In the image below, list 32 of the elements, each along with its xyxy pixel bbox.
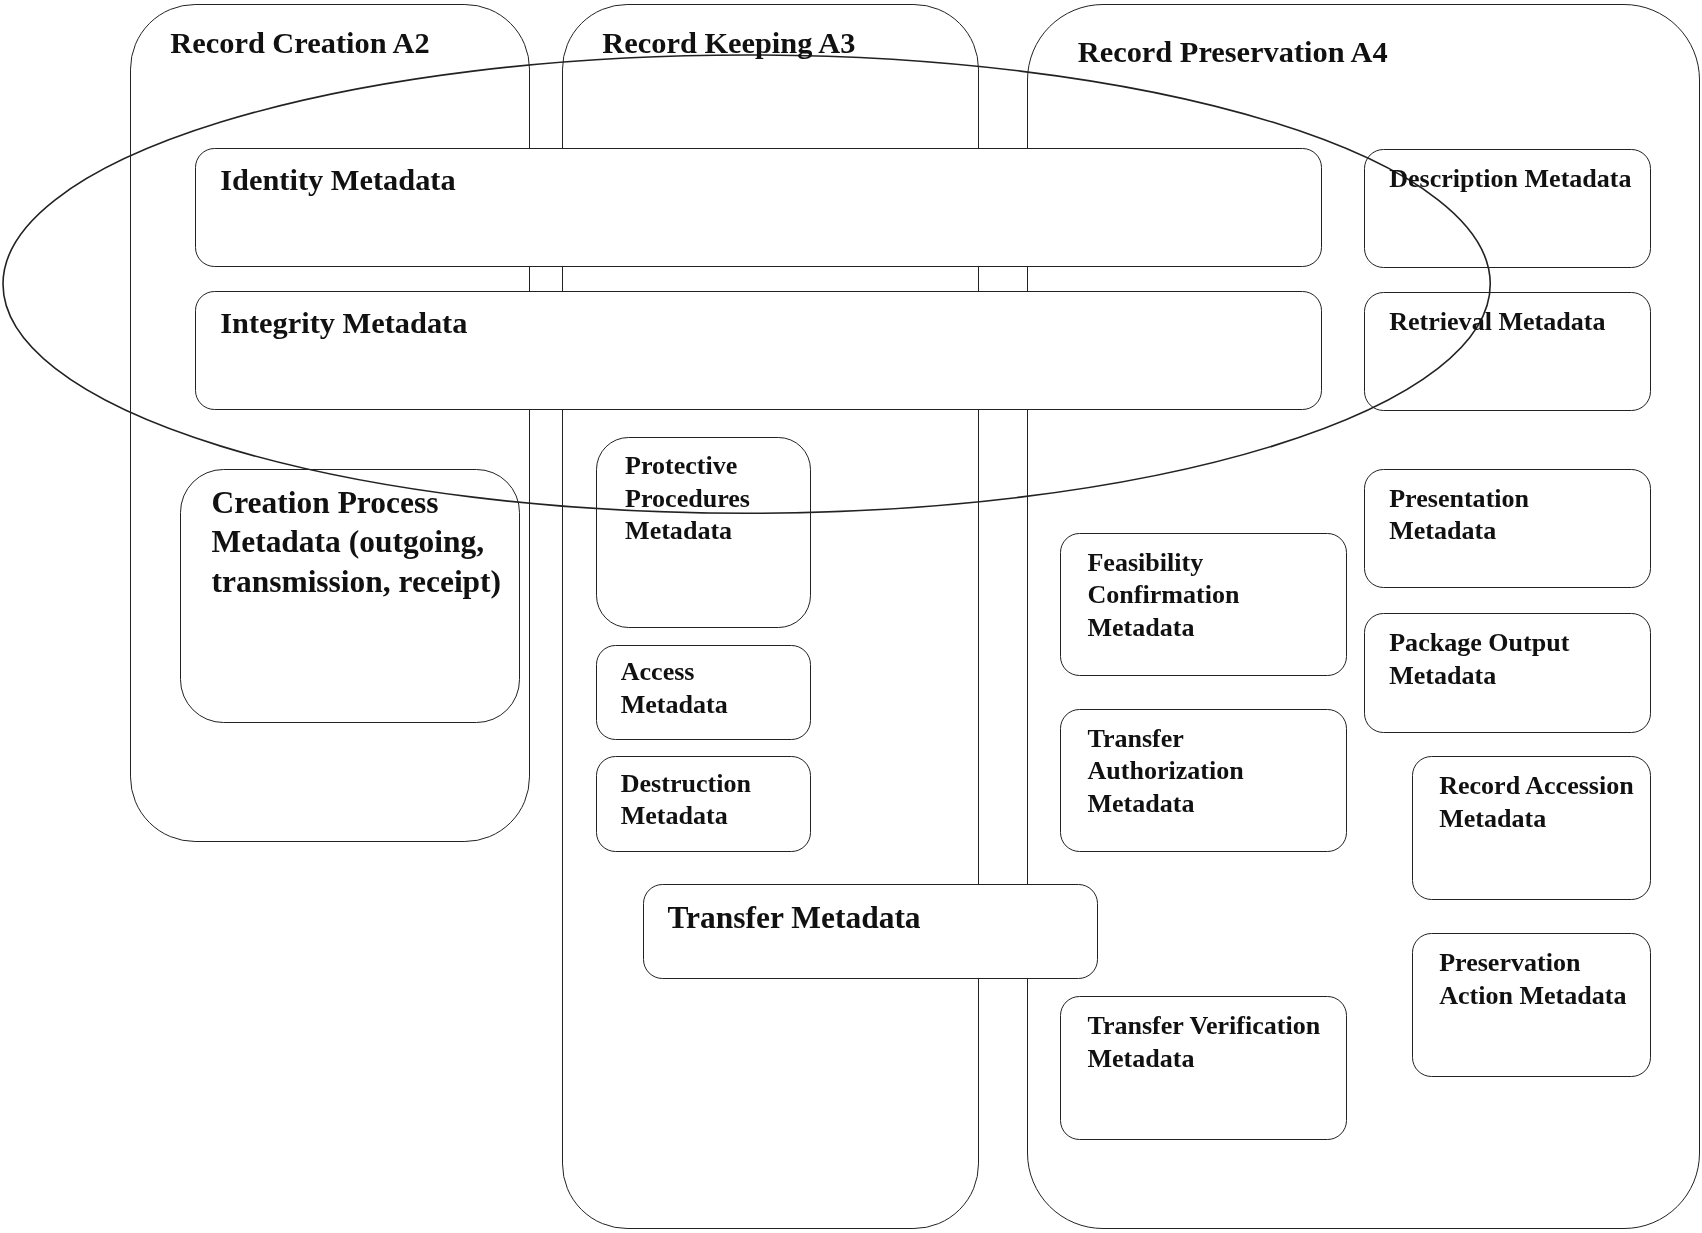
metadata-box bbox=[595, 756, 811, 852]
metadata-box bbox=[642, 883, 1099, 980]
metadata-box bbox=[595, 437, 811, 629]
metadata-box bbox=[1364, 291, 1651, 412]
metadata-box bbox=[595, 644, 811, 741]
metadata-box bbox=[1364, 613, 1651, 733]
box-label: Presentation Metadata bbox=[1389, 482, 1531, 548]
column-heading: Record Preservation A4 bbox=[1077, 33, 1389, 71]
box-label: Transfer Metadata bbox=[667, 898, 922, 937]
box-label: Integrity Metadata bbox=[220, 304, 469, 342]
metadata-box bbox=[1060, 532, 1347, 677]
box-label: Identity Metadata bbox=[220, 161, 457, 199]
box-label: Destruction Metadata bbox=[620, 767, 752, 833]
column-panel bbox=[1026, 4, 1700, 1229]
metadata-box bbox=[180, 468, 520, 723]
box-label: Preservation Action Metadata bbox=[1439, 947, 1628, 1012]
metadata-box bbox=[1412, 756, 1651, 900]
column-heading: Record Creation A2 bbox=[170, 24, 431, 62]
metadata-box bbox=[1412, 933, 1651, 1077]
metadata-box bbox=[1060, 996, 1347, 1140]
box-label: Package Output Metadata bbox=[1389, 627, 1571, 692]
box-label: Transfer Verification Metadata bbox=[1087, 1010, 1322, 1075]
box-label: Access Metadata bbox=[620, 656, 729, 721]
box-label: Transfer Authorization Metadata bbox=[1087, 722, 1245, 820]
metadata-box bbox=[1060, 708, 1347, 852]
metadata-box bbox=[1364, 148, 1651, 268]
box-label: Feasibility Confirmation Metadata bbox=[1087, 546, 1241, 644]
box-label: Protective Procedures Metadata bbox=[625, 450, 751, 548]
box-label: Creation Process Metadata (outgoing, transmission, receipt) bbox=[211, 483, 503, 601]
metadata-box bbox=[1364, 468, 1651, 589]
box-label: Record Accession Metadata bbox=[1439, 770, 1635, 835]
column-heading: Record Keeping A3 bbox=[602, 24, 857, 62]
